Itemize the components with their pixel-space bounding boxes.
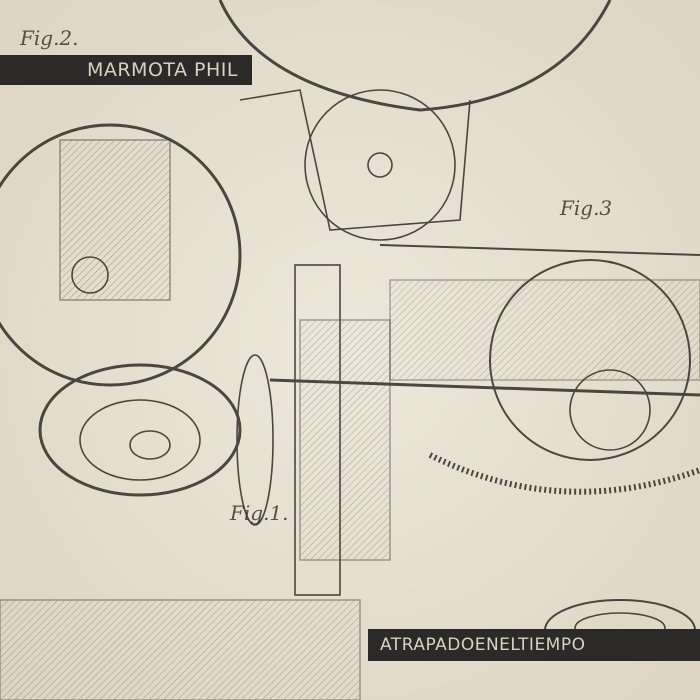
artist-name: MARMOTA PHIL (86, 59, 238, 81)
title-banner: ATRAPADOENELTIEMPO (368, 629, 700, 661)
album-title: ATRAPADOENELTIEMPO (380, 635, 586, 655)
svg-text:Fig.1.: Fig.1. (229, 501, 289, 525)
svg-text:Fig.2.: Fig.2. (19, 26, 79, 50)
artist-banner: MARMOTA PHIL (0, 55, 252, 85)
svg-text:Fig.3: Fig.3 (559, 196, 612, 220)
